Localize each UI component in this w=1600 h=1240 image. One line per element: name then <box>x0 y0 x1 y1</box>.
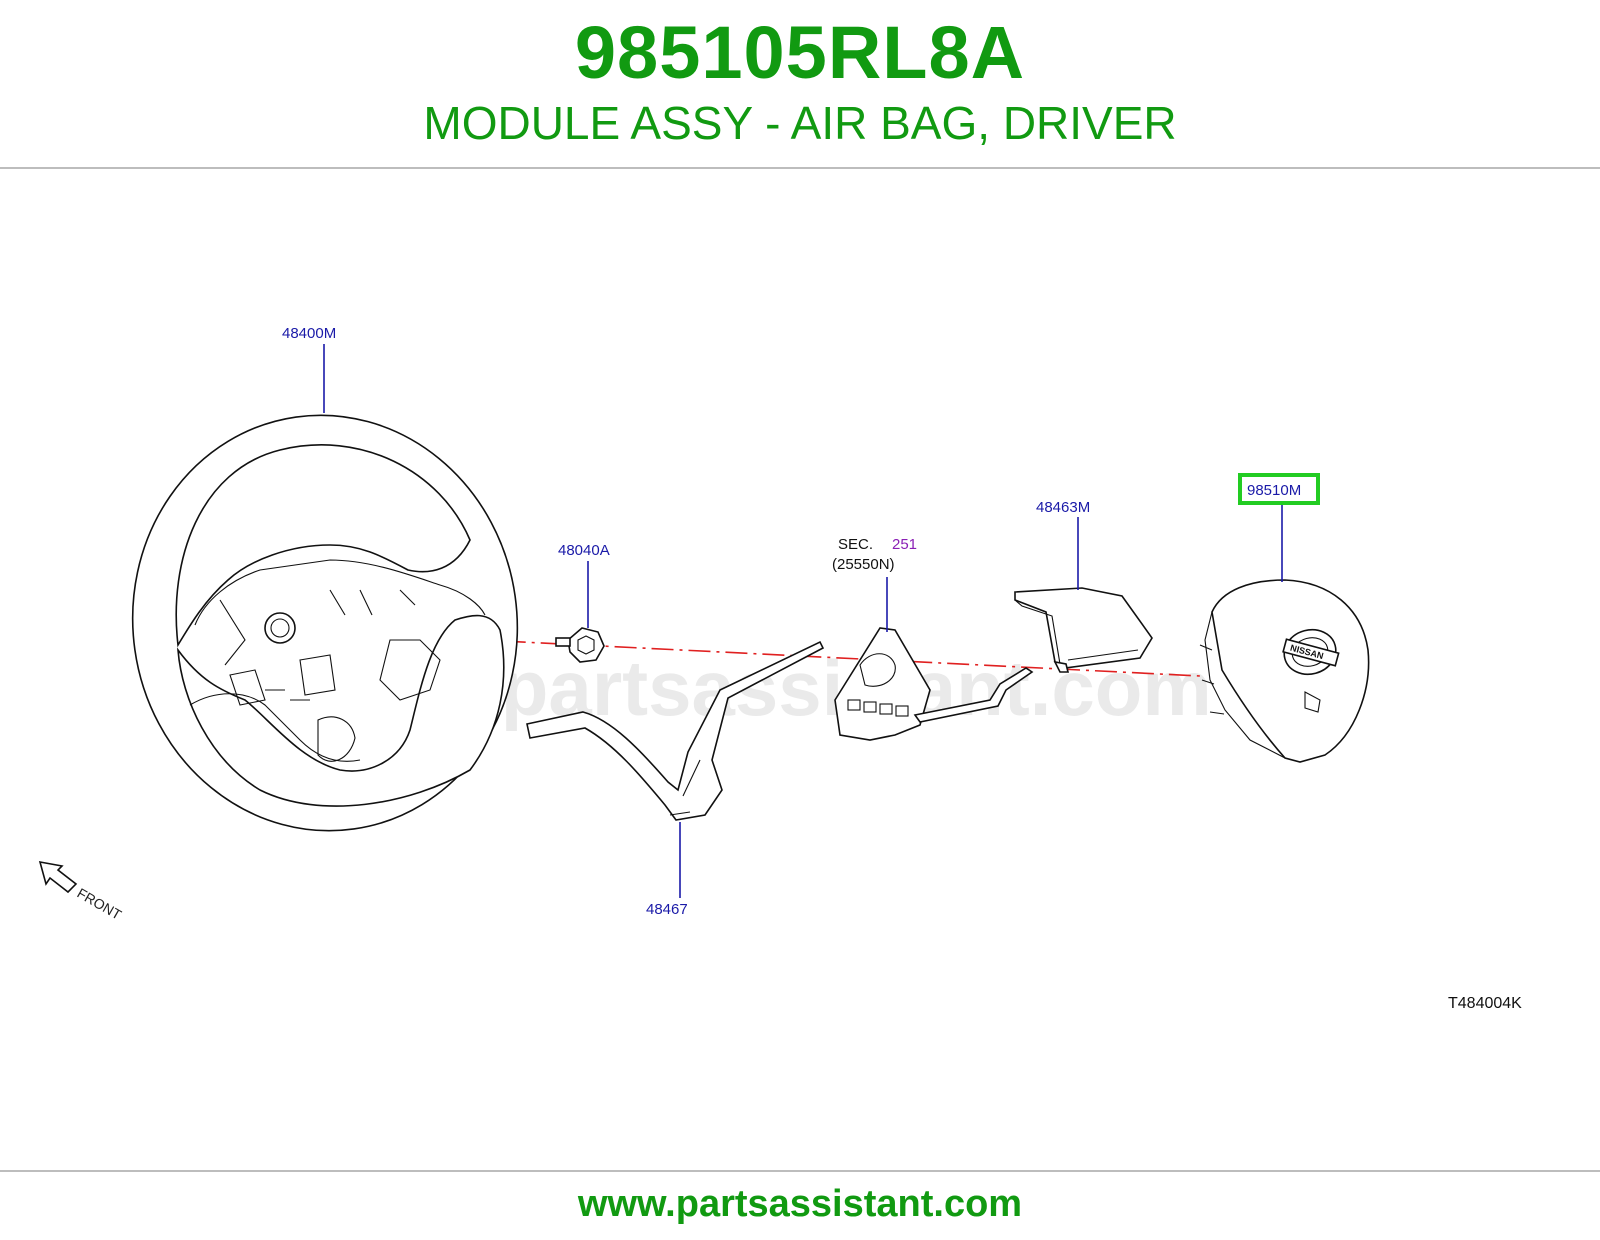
callout-lower-cover[interactable]: 48463M <box>1036 499 1090 516</box>
bolt-drawing[interactable] <box>555 627 605 663</box>
callout-switch-part[interactable]: (25550N) <box>832 556 895 573</box>
callout-switch-sec-label: SEC. <box>838 536 873 553</box>
lower-cover-drawing[interactable] <box>1014 587 1153 673</box>
highlight-box <box>1238 473 1320 505</box>
steering-wheel-drawing[interactable] <box>106 390 544 855</box>
callout-airbag-module[interactable]: 98510M <box>1247 482 1301 499</box>
drawing-reference: T484004K <box>1448 995 1522 1012</box>
footer-url[interactable]: www.partsassistant.com <box>577 1183 1023 1225</box>
callout-finisher[interactable]: 48467 <box>646 901 688 918</box>
page-header: 985105RL8A MODULE ASSY - AIR BAG, DRIVER <box>0 0 1600 168</box>
callout-switch-sec-number[interactable]: 251 <box>892 536 917 553</box>
front-label: FRONT <box>75 885 125 923</box>
footer-divider <box>0 1170 1600 1172</box>
steering-switch-drawing[interactable] <box>834 627 1034 741</box>
front-arrow-icon <box>38 860 78 894</box>
part-description: MODULE ASSY - AIR BAG, DRIVER <box>423 97 1177 149</box>
callout-steering-wheel[interactable]: 48400M <box>282 325 336 342</box>
part-number-title: 985105RL8A <box>574 11 1026 94</box>
airbag-module-drawing[interactable]: NISSAN <box>1199 579 1370 763</box>
finisher-drawing[interactable] <box>526 640 825 821</box>
callout-bolt[interactable]: 48040A <box>558 542 610 559</box>
header-divider <box>0 167 1600 169</box>
